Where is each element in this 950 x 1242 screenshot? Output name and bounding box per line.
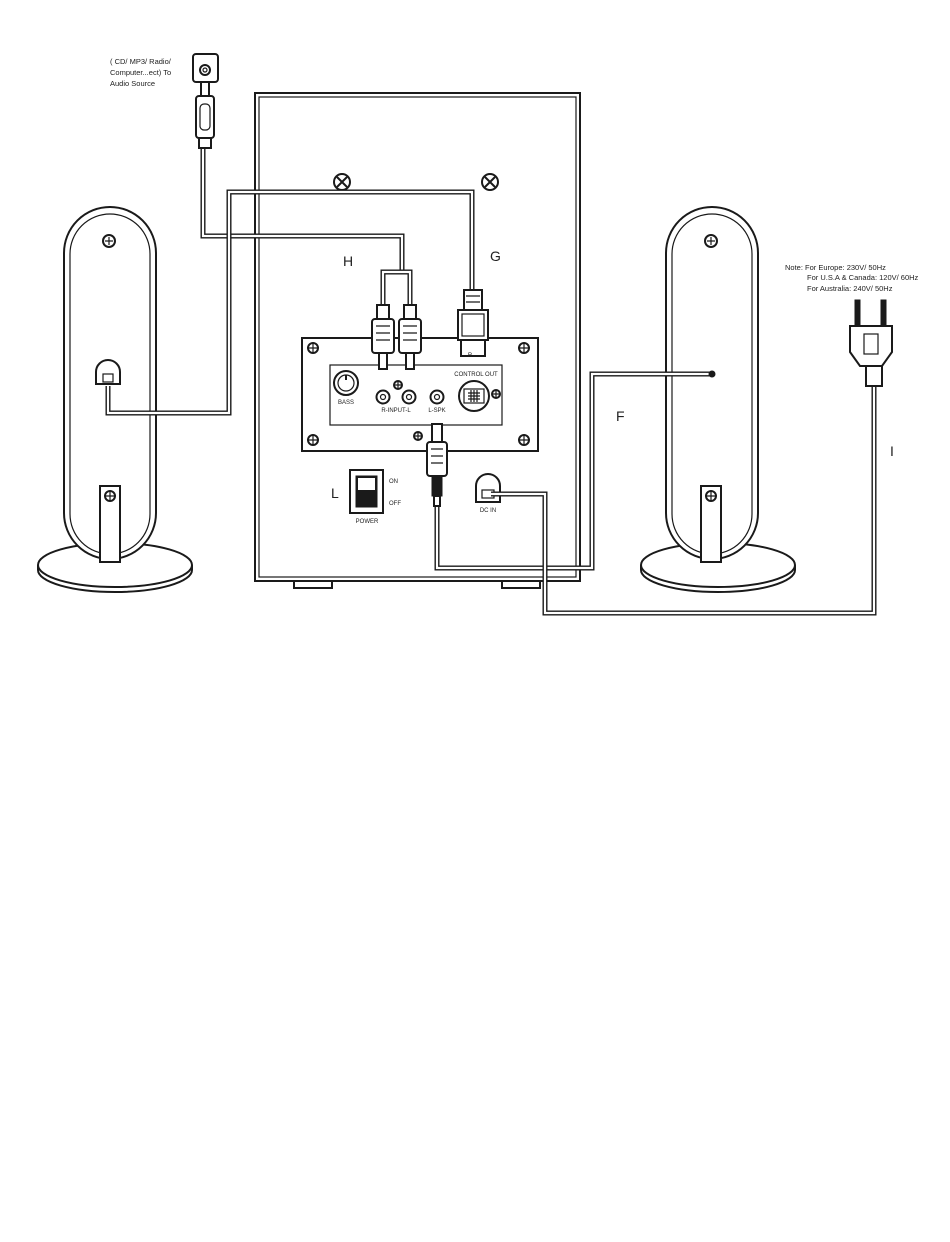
screw-icon [492,390,500,398]
speaker-stand-clip [100,486,120,562]
power-switch[interactable] [350,470,383,513]
power-on-label: ON [389,479,398,485]
callout-h: H [343,253,353,269]
spk-label: L-SPK [428,408,445,414]
source-label-line-3: Audio Source [110,79,155,88]
left-speaker-out-jack [431,391,444,404]
screw-icon [334,174,350,190]
voltage-note-line-3: For Australia: 240V/ 50Hz [807,284,893,293]
control-plug-r-label: R [468,353,473,359]
speaker-stand-clip [701,486,721,562]
screw-icon [519,343,529,353]
bass-knob[interactable] [334,371,358,395]
control-out-label: CONTROL OUT [454,372,498,378]
power-plug-icon [850,300,892,386]
screw-icon [482,174,498,190]
screw-icon [705,235,717,247]
control-out-socket [459,381,489,411]
screw-icon [308,343,318,353]
right-satellite-speaker [641,207,795,592]
power-label: POWER [356,519,379,525]
callout-f: F [616,408,625,424]
left-satellite-speaker [38,207,192,592]
power-off-label: OFF [389,501,401,507]
screw-icon [394,381,402,389]
mini-jack-plug [193,54,218,148]
voltage-note-line-1: Note: For Europe: 230V/ 50Hz [785,263,886,272]
dc-in-label: DC IN [480,508,496,514]
voltage-note-line-2: For U.S.A & Canada: 120V/ 60Hz [807,273,919,282]
speaker-cable-end [709,371,715,377]
dc-in-socket [476,474,500,502]
screw-icon [308,435,318,445]
callout-g: G [490,248,501,264]
source-label-line-1: ( CD/ MP3/ Radio/ [110,57,172,66]
screw-icon [414,432,422,440]
screw-icon [519,435,529,445]
connection-panel: BASS R-INPUT-L L-SPK CONTROL OUT [302,338,538,451]
callout-i: I [890,443,894,459]
source-label-line-2: Computer...ect) To [110,68,171,77]
callout-l: L [331,485,339,501]
rca-input-right-jack [377,391,390,404]
screw-icon [103,235,115,247]
rca-input-left-jack [403,391,416,404]
input-label: R-INPUT-L [381,408,411,414]
bass-label: BASS [338,400,354,406]
speaker-input-socket [96,360,120,384]
